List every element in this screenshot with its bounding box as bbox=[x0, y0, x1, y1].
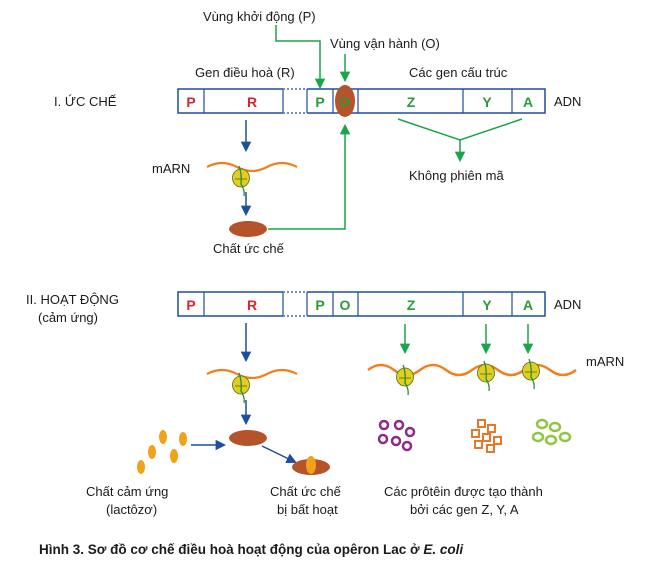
dna1-seg-r: R bbox=[247, 94, 257, 110]
protein-z-cluster bbox=[377, 419, 416, 452]
mrna-label-1: mARN bbox=[152, 161, 190, 176]
dna2-seg-o: O bbox=[340, 297, 351, 313]
repressor-bound-operator bbox=[335, 85, 355, 117]
mrna-strand-r2 bbox=[206, 368, 298, 380]
no-transcription-label: Không phiên mã bbox=[409, 168, 504, 183]
inactive-repressor-sublabel: bị bất hoạt bbox=[277, 502, 338, 517]
no-transcription-bracket bbox=[397, 118, 523, 141]
repressor-protein bbox=[229, 221, 267, 237]
dna1-label: ADN bbox=[554, 94, 581, 109]
section2-title: II. HOẠT ĐỘNG bbox=[26, 292, 119, 307]
section1-title: I. ỨC CHẾ bbox=[54, 94, 117, 109]
promoter-pointer-arrow bbox=[275, 25, 326, 90]
protein-y-cluster bbox=[471, 419, 502, 453]
regulator-gene-label: Gen điều hoà (R) bbox=[195, 65, 295, 80]
dna2-seg-p2: P bbox=[315, 297, 324, 313]
promoter-label: Vùng khởi động (P) bbox=[203, 9, 316, 24]
dna1-seg-z: Z bbox=[407, 94, 416, 110]
ribosome-z bbox=[395, 364, 415, 396]
bound-inducer bbox=[306, 456, 316, 474]
mrna-strand-1 bbox=[206, 161, 298, 173]
inactivation-arrow bbox=[261, 445, 297, 464]
caption-organism: E. coli bbox=[423, 542, 463, 557]
dna1-seg-y: Y bbox=[482, 94, 492, 110]
dna-strand-2 bbox=[177, 291, 546, 317]
caption-prefix: Hình 3. Sơ đồ cơ chế điều hoà hoạt động … bbox=[39, 542, 423, 557]
dna1-seg-a: A bbox=[523, 94, 533, 110]
figure-caption: Hình 3. Sơ đồ cơ chế điều hoà hoạt động … bbox=[39, 542, 463, 557]
dna-strand-1 bbox=[177, 88, 546, 114]
inducer-sublabel: (lactôzơ) bbox=[106, 502, 157, 517]
dna2-seg-a: A bbox=[523, 297, 533, 313]
repressor-protein-2 bbox=[229, 430, 267, 446]
repressor-label: Chất ức chế bbox=[213, 241, 285, 256]
ribosome-a bbox=[521, 358, 541, 390]
dna2-seg-z: Z bbox=[407, 297, 416, 313]
dna2-label: ADN bbox=[554, 297, 581, 312]
proteins-sublabel: bởi các gen Z, Y, A bbox=[410, 502, 519, 517]
mrna-label-2: mARN bbox=[586, 354, 624, 369]
dna2-seg-p1: P bbox=[186, 297, 195, 313]
dna1-seg-p2: P bbox=[315, 94, 324, 110]
section2-subtitle: (cảm ứng) bbox=[38, 310, 98, 325]
protein-a-cluster bbox=[531, 418, 572, 446]
inducer-molecules bbox=[137, 430, 187, 474]
inactive-repressor-label: Chất ức chế bbox=[270, 484, 342, 499]
dna1-seg-p1: P bbox=[186, 94, 195, 110]
operator-label: Vùng vận hành (O) bbox=[330, 36, 440, 51]
dna1-seg-o: O bbox=[340, 94, 351, 110]
dna2-seg-y: Y bbox=[482, 297, 492, 313]
inducer-label: Chất cảm ứng bbox=[86, 484, 168, 499]
proteins-label: Các prôtêin được tạo thành bbox=[384, 484, 543, 499]
structural-genes-label: Các gen cấu trúc bbox=[409, 65, 508, 80]
repressor-binding-arrow bbox=[268, 123, 351, 230]
dna2-seg-r: R bbox=[247, 297, 257, 313]
